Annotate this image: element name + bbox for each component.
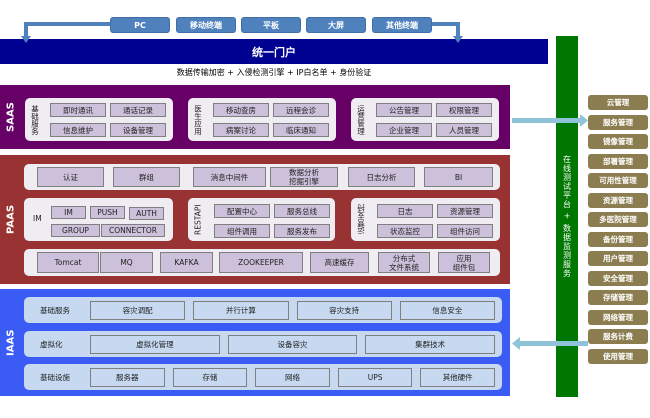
paas-item[interactable]: 数据分析 挖掘引擎 (270, 167, 338, 187)
terminal-button[interactable]: 其他终端 (372, 17, 432, 33)
arrow-head (580, 114, 588, 127)
paas-im-item[interactable]: AUTH (129, 207, 164, 220)
iaas-item[interactable]: 服务器 (90, 368, 165, 387)
paas-im-item[interactable]: PUSH (90, 206, 125, 219)
arrow-head (453, 36, 463, 43)
paas-restapi-item[interactable]: 配置中心 (214, 204, 270, 218)
paas-item[interactable]: ZOOKEEPER (219, 252, 303, 273)
saas-item[interactable]: 临床通知 (273, 123, 329, 137)
saas-group-title: 运营管理 (356, 104, 366, 135)
paas-item[interactable]: Tomcat (37, 252, 99, 273)
saas-item[interactable]: 通话记录 (110, 103, 166, 117)
terminal-button[interactable]: PC (110, 17, 170, 33)
arrow-mgmt-to-iaas (518, 341, 588, 346)
iaas-item[interactable]: 虚拟化管理 (90, 335, 220, 354)
management-item[interactable]: 存储管理 (588, 290, 648, 305)
paas-im-title: IM (33, 214, 42, 223)
management-item[interactable]: 用户管理 (588, 251, 648, 266)
saas-item[interactable]: 信息维护 (50, 123, 106, 137)
paas-item[interactable]: 应用 组件包 (438, 252, 490, 273)
terminal-button[interactable]: 大屏 (306, 17, 366, 33)
paas-im-item[interactable]: CONNECTOR (101, 224, 165, 237)
management-item[interactable]: 服务计费 (588, 329, 648, 344)
paas-im-item[interactable]: GROUP (51, 224, 100, 237)
paas-ops-item[interactable]: 组件访问 (437, 224, 493, 238)
iaas-item[interactable]: 集群技术 (365, 335, 495, 354)
management-item[interactable]: 多医院管理 (588, 212, 648, 227)
paas-ops-item[interactable]: 状态监控 (377, 224, 433, 238)
arrow-left-terminal (24, 22, 110, 38)
iaas-item[interactable]: 存储 (172, 368, 248, 387)
terminal-button[interactable]: 平板 (241, 17, 301, 33)
saas-item[interactable]: 设备管理 (110, 123, 166, 137)
saas-group-title: 医生应用 (193, 104, 203, 135)
saas-item[interactable]: 人员管理 (436, 123, 492, 137)
arrow-right-terminal (432, 22, 460, 38)
iaas-item[interactable]: UPS (337, 368, 413, 387)
paas-ops-item[interactable]: 资源管理 (437, 204, 493, 218)
saas-item[interactable]: 公告管理 (376, 103, 432, 117)
paas-item[interactable]: MQ (100, 252, 153, 273)
iaas-row-title: 基础设施 (40, 373, 70, 382)
management-item[interactable]: 可用性管理 (588, 173, 648, 188)
paas-item[interactable]: 群组 (113, 167, 180, 187)
management-item[interactable]: 云管理 (588, 95, 648, 110)
iaas-item[interactable]: 其他硬件 (420, 368, 495, 387)
arrow-head (21, 36, 31, 43)
saas-item[interactable]: 移动查房 (213, 103, 269, 117)
saas-item[interactable]: 企业管理 (376, 123, 432, 137)
paas-im-item[interactable]: IM (51, 206, 86, 219)
management-item[interactable]: 镜像管理 (588, 134, 648, 149)
iaas-item[interactable]: 设备容灾 (227, 335, 358, 354)
terminal-button[interactable]: 移动终端 (176, 17, 236, 33)
paas-restapi-item[interactable]: 服务发布 (274, 224, 330, 238)
management-item[interactable]: 服务管理 (588, 114, 648, 130)
iaas-item[interactable]: 容灾调配 (90, 301, 186, 320)
iaas-row-title: 虚拟化 (40, 340, 63, 349)
iaas-item[interactable]: 网络 (255, 368, 330, 387)
management-item[interactable]: 网络管理 (588, 309, 648, 325)
iaas-item[interactable]: 信息安全 (399, 301, 495, 320)
paas-item[interactable]: 日志分析 (348, 167, 415, 187)
iaas-item[interactable]: 并行计算 (193, 301, 289, 320)
paas-item[interactable]: 分布式 文件系统 (378, 252, 430, 273)
saas-item[interactable]: 远程会诊 (273, 103, 329, 117)
paas-ops-item[interactable]: 日志 (377, 204, 433, 218)
iaas-item[interactable]: 容灾支持 (296, 301, 392, 320)
paas-item[interactable]: 消息中间件 (193, 167, 266, 187)
management-item[interactable]: 部署管理 (588, 153, 648, 169)
arrow-saas-to-mgmt (512, 118, 582, 123)
saas-item[interactable]: 即时通讯 (50, 103, 106, 117)
saas-item[interactable]: 权限管理 (436, 103, 492, 117)
management-item[interactable]: 备份管理 (588, 231, 648, 247)
paas-item[interactable]: 认证 (37, 167, 104, 187)
management-item[interactable]: 安全管理 (588, 270, 648, 286)
paas-item[interactable]: 高速缓存 (310, 252, 369, 273)
iaas-row-title: 基础服务 (40, 306, 70, 315)
arrow-head (512, 337, 520, 350)
security-caption: 数据传输加密 + 入侵检测引擎 + IP白名单 + 身份验证 (176, 68, 372, 77)
paas-item[interactable]: KAFKA (160, 252, 213, 273)
paas-restapi-item[interactable]: 服务总线 (274, 204, 330, 218)
paas-item[interactable]: BI (424, 167, 493, 187)
management-item[interactable]: 使用管理 (588, 348, 648, 364)
paas-restapi-item[interactable]: 组件调用 (214, 224, 270, 238)
management-item[interactable]: 资源管理 (588, 192, 648, 208)
saas-item[interactable]: 病案讨论 (213, 123, 269, 137)
saas-group-title: 基础服务 (30, 104, 40, 135)
platform-bar: 在线测试平台 + 数据监测服务 (556, 36, 578, 397)
portal-bar: 统一门户 (0, 39, 548, 64)
